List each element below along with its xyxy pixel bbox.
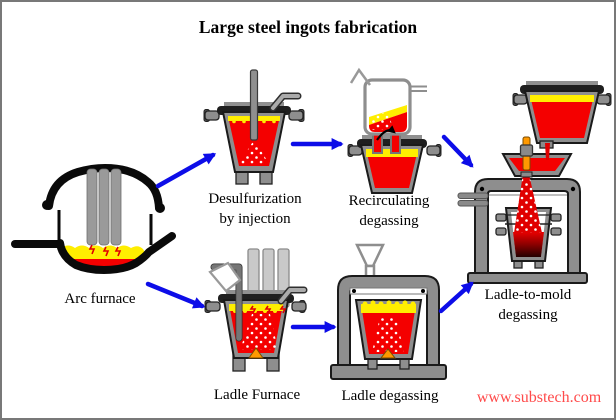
recirculating-degasser-illustration xyxy=(347,67,442,194)
lid-bolt xyxy=(421,289,425,293)
trunnion-pin xyxy=(513,94,528,105)
trunnion-pin xyxy=(426,145,441,156)
ladle-furnace-illustration xyxy=(204,248,308,372)
trunnion-pin xyxy=(288,110,304,121)
tundish-nozzle xyxy=(520,171,533,178)
dome-lug-right xyxy=(155,203,165,213)
mold-pin xyxy=(495,227,507,236)
lid-bolt xyxy=(352,289,356,293)
electrode xyxy=(110,168,122,246)
gas-bubbles xyxy=(371,111,393,130)
flow-arrows xyxy=(145,134,474,333)
ladle-lip xyxy=(226,290,286,297)
desulfurization-illustration xyxy=(203,69,305,185)
solidifying-steel xyxy=(513,232,544,257)
label-ladle-to-mold: Ladle-to-mold degassing xyxy=(484,287,572,323)
vacuum-port xyxy=(457,192,489,199)
flow-arrow-degas-to-mold xyxy=(438,281,474,314)
feed-funnel xyxy=(355,243,385,268)
diagram-title: Large steel ingots fabrication xyxy=(198,17,418,37)
furnace-dome xyxy=(45,164,163,212)
chamber-bolt xyxy=(570,186,576,192)
label-arc-furnace: Arc furnace xyxy=(64,291,136,307)
mold-pin xyxy=(495,213,507,222)
molten-steel xyxy=(366,149,418,188)
stopper-collar xyxy=(519,144,534,157)
flow-arrow-arc-to-ladlefurnace xyxy=(145,281,206,309)
flow-arrow-arc-to-desulf xyxy=(155,152,217,189)
furnace-hearth xyxy=(56,232,176,274)
mold-pin xyxy=(550,227,562,236)
chamber-base xyxy=(467,272,588,284)
arc-furnace-illustration xyxy=(11,164,176,274)
vacuum-port xyxy=(457,200,489,207)
gas-bubbles xyxy=(238,140,270,165)
electric-arc xyxy=(279,305,287,314)
lifting-hook xyxy=(349,67,372,86)
chamber-bolt xyxy=(479,186,485,192)
trunnion-pin xyxy=(596,94,611,105)
electric-arc xyxy=(88,244,96,255)
electrode xyxy=(98,168,110,246)
addition-chute xyxy=(208,261,242,293)
slag-layer xyxy=(530,95,594,102)
electric-arc xyxy=(114,246,122,257)
gas-bubbles xyxy=(372,317,404,352)
side-pipe-highlight xyxy=(271,94,300,110)
porous-plug xyxy=(248,347,264,359)
tank-base xyxy=(330,364,447,380)
trunnion-pin xyxy=(205,301,221,312)
trunnion-pin xyxy=(291,301,307,312)
injection-lance xyxy=(249,69,259,141)
slag-layer xyxy=(361,304,416,313)
electric-arc xyxy=(249,305,257,314)
porous-plug xyxy=(379,348,397,359)
slag-layer xyxy=(229,304,283,311)
dome-lug-left xyxy=(42,200,52,210)
label-ladle-degassing: Ladle degassing xyxy=(341,388,439,404)
electrode xyxy=(86,168,98,246)
trunnion-pin xyxy=(204,110,220,121)
label-desulfurization: Desulfurization by injection xyxy=(208,191,302,227)
mold-pin xyxy=(550,213,562,222)
flow-arrow-recirc-to-mold xyxy=(441,134,474,168)
side-pipe-highlight xyxy=(279,288,306,303)
recirculation-arrow xyxy=(376,125,396,141)
slag-layer xyxy=(61,245,146,259)
gas-bubbles xyxy=(240,314,278,350)
electric-arc xyxy=(264,305,272,314)
electric-arc xyxy=(102,246,110,257)
watermark: www.substech.com xyxy=(476,389,602,406)
label-recirculating: Recirculating degassing xyxy=(348,193,430,229)
ladle-to-mold-illustration xyxy=(457,81,612,284)
ladle-degassing-illustration xyxy=(330,243,447,380)
pouring-stream xyxy=(545,143,550,160)
molten-steel xyxy=(530,95,594,138)
steel-spray-droplets xyxy=(514,174,542,233)
label-ladle-furnace: Ladle Furnace xyxy=(213,387,301,403)
tank-lid-seam xyxy=(349,287,428,295)
ladle-lip xyxy=(526,81,598,88)
